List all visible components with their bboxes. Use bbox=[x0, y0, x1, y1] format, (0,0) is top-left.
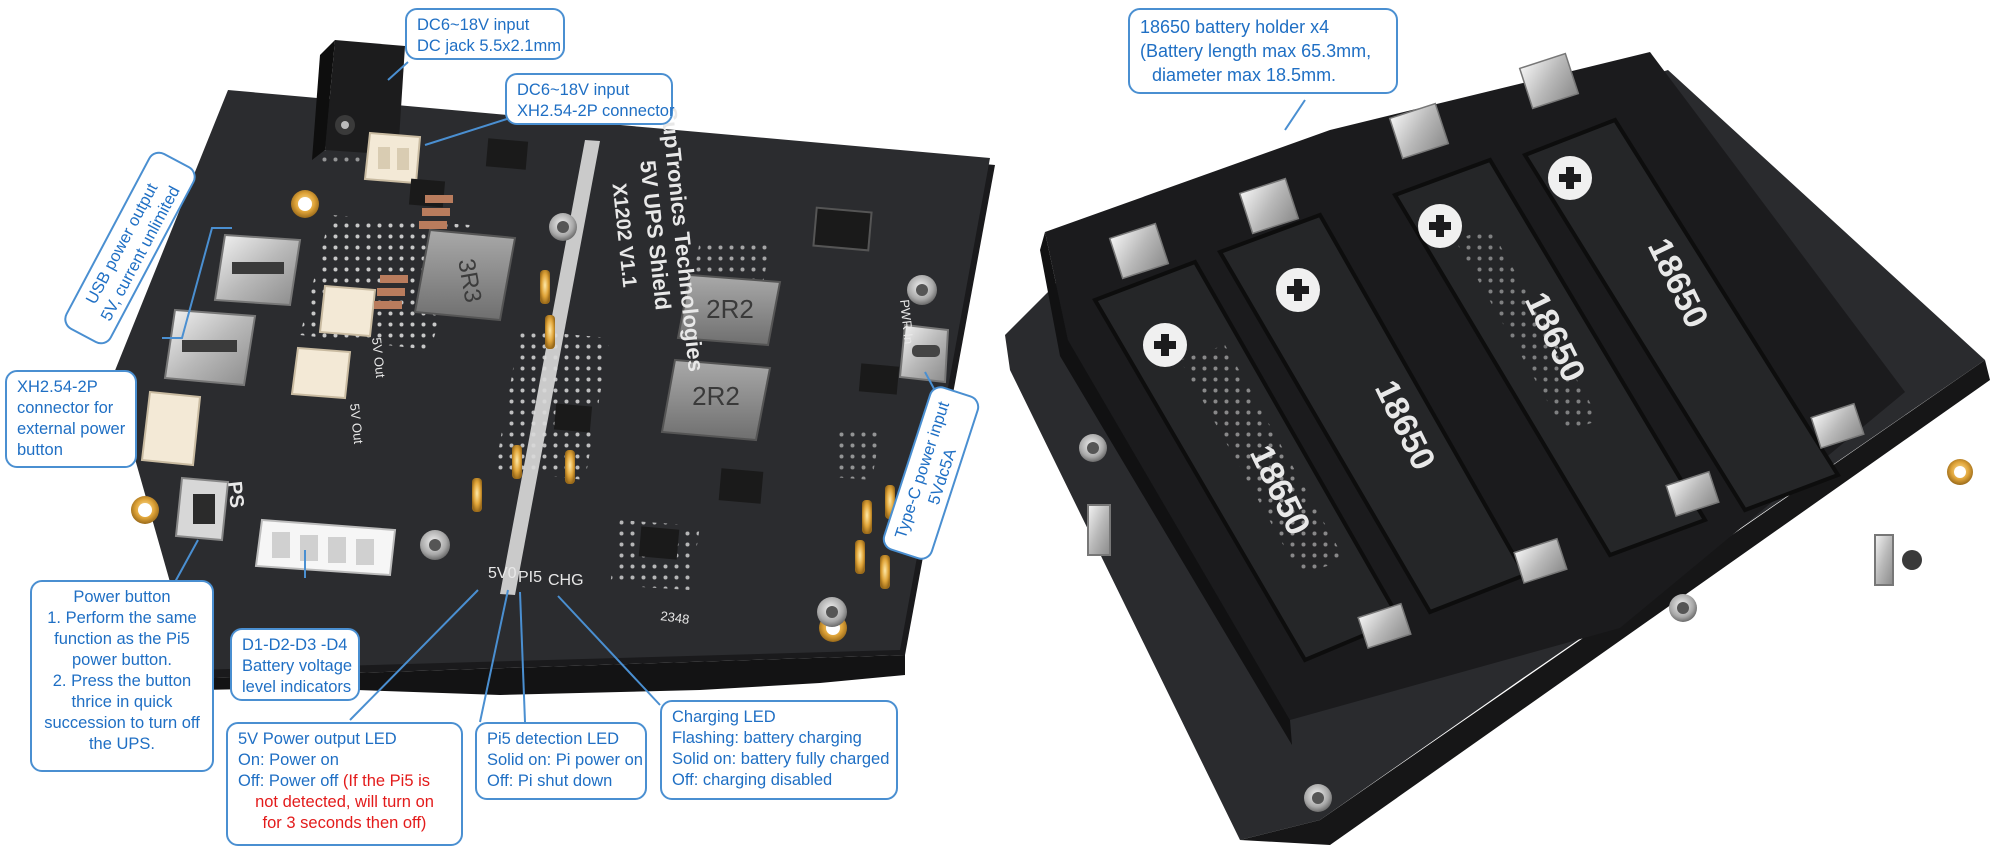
inductor-2r2-bottom: 2R2 bbox=[660, 358, 772, 442]
callout-line: power button. bbox=[72, 651, 172, 669]
callout-line: thrice in quick bbox=[71, 693, 173, 711]
callout-line: Charging LED bbox=[672, 708, 776, 726]
callout-line: function as the Pi5 bbox=[54, 630, 190, 648]
board-label-5v-out-2: 5V Out bbox=[347, 403, 366, 445]
usb-port-1 bbox=[213, 233, 302, 307]
callout-5v-led: 5V Power output LED On: Power on Off: Po… bbox=[226, 722, 463, 846]
callout-pi5-led: Pi5 detection LED Solid on: Pi power on … bbox=[475, 722, 647, 800]
typec-port bbox=[898, 323, 950, 384]
xh-input-connector bbox=[363, 131, 422, 185]
callout-line: level indicators bbox=[242, 678, 352, 696]
xh-button-connector bbox=[140, 390, 202, 467]
callout-line: the UPS. bbox=[88, 735, 156, 753]
off-label: Off: Power off bbox=[238, 772, 339, 790]
callout-battery-leds: D1-D2-D3 -D4 Battery voltage level indic… bbox=[230, 628, 360, 701]
callout-line: Solid on: Pi power on bbox=[487, 751, 643, 769]
callout-line: 18650 battery holder x4 bbox=[1140, 17, 1330, 37]
board-label-pwr-in: PWR In bbox=[897, 299, 917, 345]
callout-line: D1-D2-D3 -D4 bbox=[242, 636, 348, 654]
warning-text: for 3 seconds then off) bbox=[262, 814, 427, 832]
callout-line: Battery voltage bbox=[242, 657, 353, 675]
board-label-5v-out-1: 5V Out bbox=[369, 337, 388, 379]
callout-line: connector for bbox=[17, 399, 114, 417]
callout-line: button bbox=[17, 441, 63, 459]
callout-line: diameter max 18.5mm. bbox=[1152, 65, 1337, 85]
svg-text:2R2: 2R2 bbox=[692, 381, 740, 411]
callout-line: Off: Power off (If the Pi5 is bbox=[238, 771, 451, 792]
callout-xh-input: DC6~18V input XH2.54-2P connector bbox=[505, 73, 675, 125]
inductor-2r2-top: 2R2 bbox=[676, 273, 782, 347]
board-label-date: 2348 bbox=[660, 608, 691, 627]
ups-shield-board: 3R3 2R2 2R2 bbox=[112, 40, 995, 695]
board-label-5v0: 5V0 bbox=[488, 565, 517, 582]
callout-line: 2. Press the button bbox=[52, 672, 192, 690]
callout-line: succession to turn off bbox=[44, 714, 200, 732]
callout-line: On: Power on bbox=[238, 751, 339, 769]
callout-line: XH2.54-2P connector bbox=[517, 102, 675, 120]
callout-line: DC jack 5.5x2.1mm bbox=[417, 37, 561, 55]
callout-line: Power button bbox=[73, 588, 171, 606]
dc-jack bbox=[312, 40, 405, 160]
board-label-ps: PS bbox=[223, 480, 248, 509]
callout-line: 5V Power output LED bbox=[238, 730, 397, 748]
callout-line: Solid on: battery fully charged bbox=[672, 750, 890, 768]
callout-line: Off: Pi shut down bbox=[487, 772, 613, 790]
inductor-3r3: 3R3 bbox=[413, 228, 517, 322]
callout-dc-jack: DC6~18V input DC jack 5.5x2.1mm bbox=[405, 8, 565, 60]
callout-line: Off: charging disabled bbox=[672, 771, 833, 789]
board-label-chg: CHG bbox=[548, 572, 584, 589]
callout-line: DC6~18V input bbox=[417, 16, 530, 34]
svg-text:2R2: 2R2 bbox=[706, 294, 754, 324]
callout-line: DC6~18V input bbox=[517, 81, 630, 99]
warning-text: not detected, will turn on bbox=[255, 793, 434, 811]
battery-cell-4 bbox=[1522, 117, 1841, 513]
battery-holder-board: 18650 18650 18650 18650 bbox=[1005, 52, 1990, 845]
callout-xh-button: XH2.54-2P connector for external power b… bbox=[5, 370, 137, 468]
power-button bbox=[174, 476, 230, 542]
usb-port-2 bbox=[163, 308, 257, 387]
callout-line: Flashing: battery charging bbox=[672, 729, 862, 747]
plus-symbols bbox=[1143, 156, 1592, 367]
warning-text: (If the Pi5 is bbox=[342, 772, 430, 790]
callout-power-button: Power button 1. Perform the same functio… bbox=[30, 580, 214, 772]
callout-charging-led: Charging LED Flashing: battery charging … bbox=[660, 700, 898, 800]
board-label-pi5: PI5 bbox=[518, 569, 542, 586]
callout-line: 1. Perform the same bbox=[47, 609, 197, 627]
callout-line: external power bbox=[17, 420, 126, 438]
callout-line: Pi5 detection LED bbox=[487, 730, 620, 748]
callout-battery-holder: 18650 battery holder x4 (Battery length … bbox=[1128, 8, 1398, 94]
callout-line: (Battery length max 65.3mm, bbox=[1140, 41, 1372, 61]
callout-line: XH2.54-2P bbox=[17, 378, 98, 396]
battery-led-indicators bbox=[254, 518, 397, 577]
